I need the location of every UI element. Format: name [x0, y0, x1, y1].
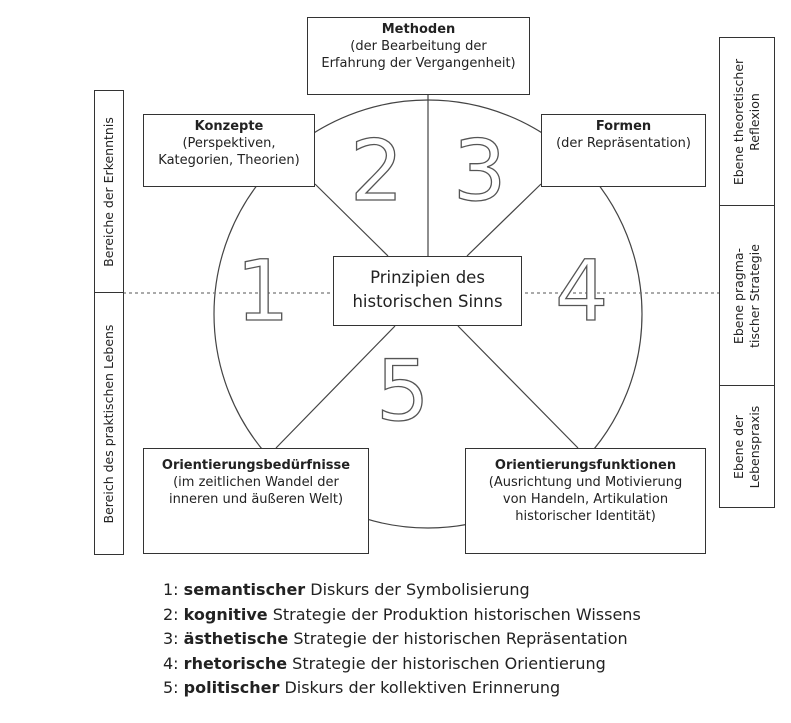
left-label-praktisches-leben-text: Bereich des praktischen Lebens	[101, 324, 116, 523]
methoden-line1: (der Bearbeitung der	[350, 39, 487, 54]
box-formen: Formen (der Repräsentation)	[541, 114, 706, 187]
beduerfnisse-line1: (im zeitlichen Wandel der	[173, 475, 339, 490]
formen-line1: (der Repräsentation)	[556, 136, 691, 151]
right-label-3-line2: Lebenspraxis	[747, 405, 762, 488]
box-methoden: Methoden (der Bearbeitung der Erfahrung …	[307, 17, 530, 95]
right-label-lebenspraxis: Ebene der Lebenspraxis	[719, 385, 775, 508]
spoke-upper-right	[466, 183, 542, 257]
legend-text: Strategie der Produktion historischen Wi…	[267, 604, 641, 624]
funktionen-line1: (Ausrichtung und Motivierung	[488, 475, 683, 490]
konzepte-line2: Kategorien, Theorien)	[158, 153, 300, 168]
right-label-2-line2: tischer Strategie	[747, 243, 762, 348]
prinzipien-line1: Prinzipien des	[370, 268, 485, 287]
number-4: 4	[555, 242, 608, 340]
legend-text: Diskurs der kollektiven Erinnerung	[279, 678, 561, 697]
number-3: 3	[453, 122, 506, 220]
methoden-title: Methoden	[381, 22, 456, 37]
right-label-theoretische-reflexion-text: Ebene theoretischer Reflexion	[731, 58, 763, 184]
legend-bold: semantischer	[183, 580, 306, 599]
formen-title: Formen	[595, 119, 652, 134]
right-label-2-line1: Ebene pragma-	[731, 247, 746, 344]
right-label-pragmatische-strategie: Ebene pragma- tischer Strategie	[719, 205, 775, 386]
spoke-upper-left	[314, 183, 389, 257]
legend-item: 5: politischer Diskurs der kollektiven E…	[163, 676, 641, 701]
legend-num: 5:	[163, 678, 179, 697]
legend-item: 1: semantischer Diskurs der Symbolisieru…	[163, 578, 641, 603]
number-2: 2	[350, 122, 403, 220]
legend-num: 2:	[163, 604, 179, 624]
beduerfnisse-line2: inneren und äußeren Welt)	[168, 492, 344, 507]
beduerfnisse-title: Orientierungsbedürfnisse	[161, 458, 351, 473]
right-label-1-line1: Ebene theoretischer	[731, 58, 746, 185]
right-label-lebenspraxis-text: Ebene der Lebenspraxis	[731, 405, 763, 488]
konzepte-title: Konzepte	[194, 119, 264, 134]
legend-item: 2: kognitive Strategie der Produktion hi…	[163, 603, 641, 628]
legend-bold: ästhetische	[183, 629, 289, 648]
legend-bold: politischer	[183, 678, 280, 697]
legend-item: 3: ästhetische Strategie der historische…	[163, 627, 641, 652]
funktionen-title: Orientierungsfunktionen	[494, 458, 677, 473]
box-orientierungsfunktionen: Orientierungsfunktionen (Ausrichtung und…	[465, 448, 706, 554]
number-5: 5	[376, 342, 429, 440]
methoden-line2: Erfahrung der Vergangenheit)	[321, 56, 516, 71]
box-prinzipien: Prinzipien des historischen Sinns	[333, 256, 522, 326]
legend-num: 1:	[163, 580, 179, 599]
konzepte-line1: (Perspektiven,	[182, 136, 276, 151]
left-label-erkenntnis: Bereiche der Erkenntnis	[94, 90, 124, 293]
left-label-praktisches-leben: Bereich des praktischen Lebens	[94, 292, 124, 555]
legend-text: Strategie der historischen Repräsentatio…	[288, 629, 628, 648]
funktionen-line3: historischer Identität)	[515, 509, 656, 524]
box-orientierungsbeduerfnisse: Orientierungsbedürfnisse (im zeitlichen …	[143, 448, 369, 554]
legend-num: 3:	[163, 629, 179, 648]
legend-text: Strategie der historischen Orientierung	[287, 653, 606, 673]
legend-bold: kognitive	[183, 604, 268, 624]
prinzipien-line2: historischen Sinns	[352, 292, 503, 311]
right-label-pragmatische-strategie-text: Ebene pragma- tischer Strategie	[731, 244, 763, 348]
box-konzepte: Konzepte (Perspektiven, Kategorien, Theo…	[143, 114, 315, 187]
legend-item: 4: rhetorische Strategie der historische…	[163, 652, 641, 677]
spoke-lower-left	[275, 325, 396, 449]
number-1: 1	[236, 242, 289, 340]
right-label-theoretische-reflexion: Ebene theoretischer Reflexion	[719, 37, 775, 206]
legend-bold: rhetorische	[183, 653, 288, 673]
legend-text: Diskurs der Symbolisierung	[305, 580, 530, 599]
spoke-lower-right	[457, 325, 579, 449]
right-label-3-line1: Ebene der	[731, 414, 746, 479]
legend-num: 4:	[163, 653, 179, 673]
right-label-1-line2: Reflexion	[747, 92, 762, 151]
legend: 1: semantischer Diskurs der Symbolisieru…	[163, 578, 641, 701]
left-label-erkenntnis-text: Bereiche der Erkenntnis	[101, 116, 116, 267]
funktionen-line2: von Handeln, Artikulation	[502, 492, 669, 507]
